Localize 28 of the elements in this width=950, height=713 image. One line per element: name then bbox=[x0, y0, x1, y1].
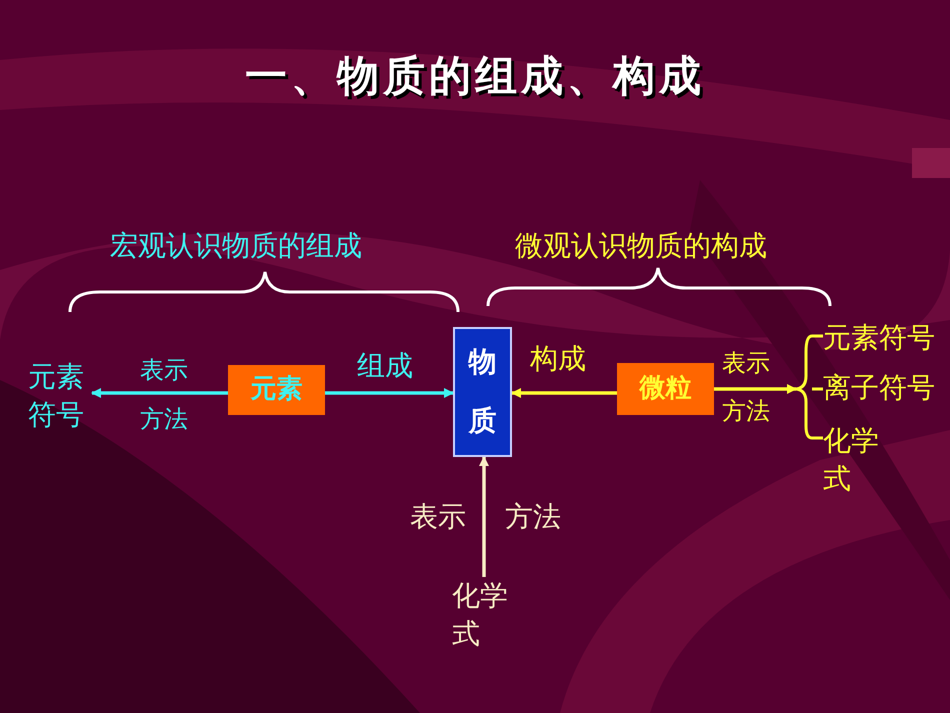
result-text: 元素符号 bbox=[28, 360, 92, 432]
arrow-label: 构成 bbox=[530, 343, 586, 376]
arrow bbox=[511, 388, 617, 398]
result-text: 化学式 bbox=[823, 422, 885, 498]
curly-brace bbox=[796, 334, 812, 440]
concept-box: 微粒 bbox=[617, 363, 714, 415]
arrow-label: 表示 bbox=[140, 357, 188, 385]
result-text: 化学式 bbox=[452, 577, 514, 653]
group-heading: 宏观认识物质的组成 bbox=[110, 230, 362, 262]
connector-line bbox=[812, 436, 823, 440]
arrow-label: 方法 bbox=[140, 406, 188, 434]
arrow bbox=[714, 384, 797, 394]
arrow bbox=[325, 388, 454, 398]
concept-box: 元素 bbox=[228, 365, 325, 415]
arrow bbox=[479, 456, 489, 577]
connector-line bbox=[812, 334, 823, 338]
arrow-label: 组成 bbox=[357, 350, 413, 382]
group-heading: 微观认识物质的构成 bbox=[515, 230, 767, 262]
arrow-label: 表示 bbox=[722, 350, 770, 378]
concept-box: 物质 bbox=[453, 327, 512, 457]
arrow-label: 方法 bbox=[505, 501, 561, 534]
connector-line bbox=[812, 388, 823, 390]
arrow-label: 方法 bbox=[722, 398, 770, 426]
result-text: 元素符号 bbox=[823, 320, 947, 356]
arrow-label: 表示 bbox=[410, 501, 466, 534]
result-text: 离子符号 bbox=[823, 370, 947, 406]
arrow bbox=[91, 388, 228, 398]
slide-title: 一、物质的组成、构成 bbox=[244, 52, 706, 100]
